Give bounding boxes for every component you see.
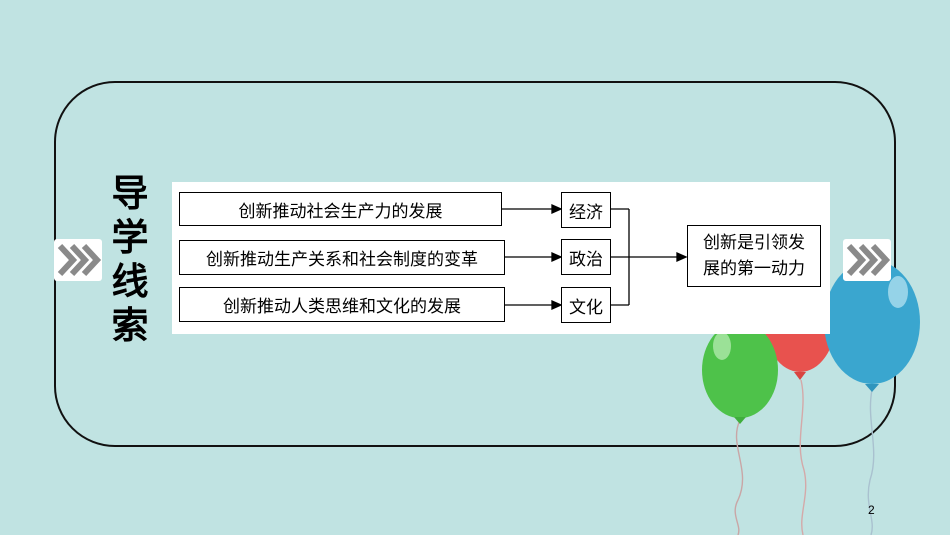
left-box-label: 创新推动人类思维和文化的发展 (223, 297, 461, 317)
arrowhead-politics (551, 251, 563, 263)
mid-box-label: 政治 (569, 249, 603, 270)
page-number: 2 (868, 503, 875, 517)
left-box-label: 创新推动社会生产力的发展 (238, 201, 443, 222)
left-box-thought-culture: 创新推动人类思维和文化的发展 (179, 287, 505, 322)
mid-box-label: 文化 (569, 297, 603, 318)
balloon-string-blue (867, 389, 875, 535)
mid-box-economy: 经济 (561, 192, 611, 228)
guide-title: 导 学 线 索 (104, 172, 156, 348)
arrowhead-result (676, 251, 688, 263)
balloon-string-red (799, 379, 807, 535)
arrowhead-culture (551, 299, 563, 311)
balloon-icon-green (702, 322, 778, 424)
double-chevron-right-icon (54, 239, 102, 281)
left-box-productivity: 创新推动社会生产力的发展 (179, 192, 502, 226)
balloon-string-green (734, 419, 744, 535)
left-box-label: 创新推动生产关系和社会制度的变革 (206, 250, 478, 270)
left-box-relations: 创新推动生产关系和社会制度的变革 (179, 240, 505, 275)
result-line-2: 展的第一动力 (703, 259, 805, 279)
result-line-1: 创新是引领发 (703, 233, 805, 253)
result-box: 创新是引领发 展的第一动力 (687, 225, 821, 287)
mid-box-politics: 政治 (561, 239, 611, 275)
guide-title-char: 索 (111, 304, 149, 347)
arrowhead-economy (551, 203, 563, 215)
mid-box-label: 经济 (569, 202, 603, 223)
guide-title-char: 线 (111, 260, 149, 303)
guide-title-char: 导 (111, 172, 149, 215)
balloon-icon-blue (824, 260, 920, 392)
mid-box-culture: 文化 (561, 287, 611, 323)
guide-title-char: 学 (111, 216, 149, 259)
double-chevron-right-icon (843, 239, 891, 281)
